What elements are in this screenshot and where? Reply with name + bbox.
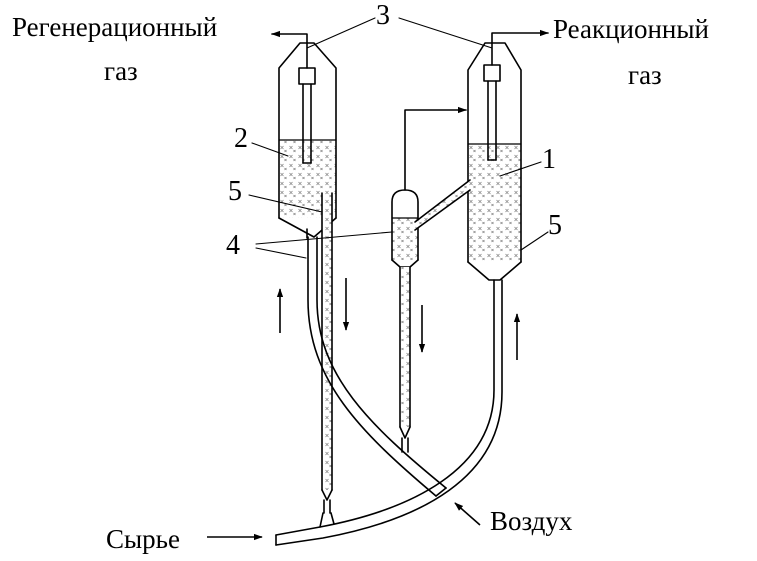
reaction-gas-label-line2: газ: [628, 60, 662, 90]
stripper-standpipe: [399, 266, 411, 453]
stripper-gas-line: [404, 106, 467, 191]
feed-label: Сырье: [106, 524, 180, 554]
regen-gas-label-line2: газ: [104, 56, 138, 86]
reactor-vessel: [467, 42, 522, 281]
callout-4: 4: [226, 230, 240, 261]
air-label: Воздух: [490, 506, 573, 536]
stripper-vessel: [391, 189, 419, 268]
air-riser-pipe: [307, 236, 447, 497]
regenerator-standpipe: [321, 192, 333, 514]
flow-arrows: [207, 278, 521, 541]
regenerator-vessel: [278, 42, 337, 239]
reaction-gas-outlet-pipe: [491, 29, 549, 44]
reactor-catalyst-bed: [468, 144, 521, 262]
callout-5-right: 5: [548, 210, 562, 241]
callout-3: 3: [376, 0, 390, 31]
callout-1: 1: [542, 144, 556, 175]
callout-leaders: [248, 17, 549, 259]
reactor-to-stripper-transfer-line: [414, 179, 471, 231]
reaction-gas-label-line1: Реакционный: [553, 14, 709, 44]
reactor-cyclone: [483, 42, 501, 161]
regenerator-cyclone: [298, 42, 316, 164]
regen-gas-outlet-pipe: [271, 30, 308, 44]
callout-2: 2: [234, 123, 248, 154]
feed-riser-pipe: [275, 279, 503, 546]
air-inlet-arrow: [454, 502, 481, 526]
regen-gas-label-line1: Регенерационный: [12, 12, 218, 42]
callout-5-left: 5: [228, 176, 242, 207]
